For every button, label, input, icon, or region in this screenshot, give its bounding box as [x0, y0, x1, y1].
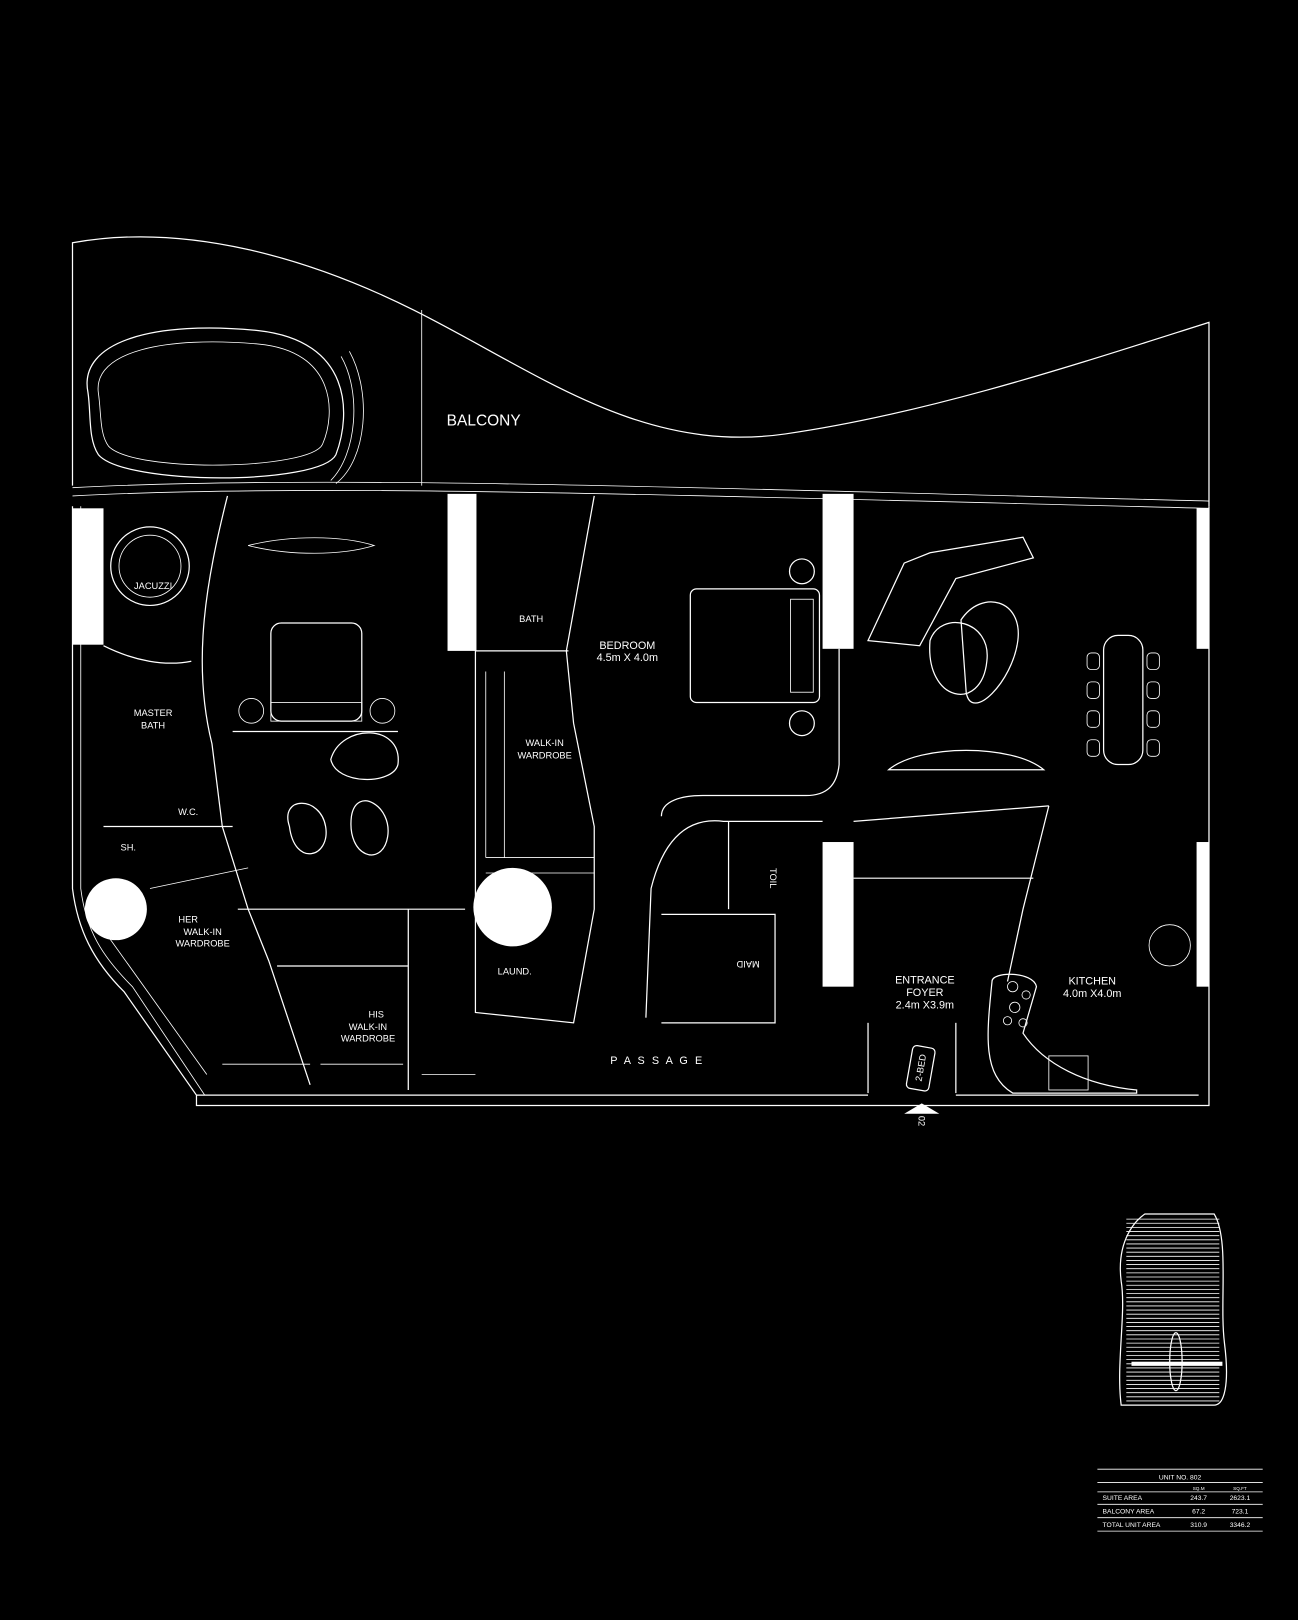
row-sqft: 2623.1 — [1230, 1495, 1251, 1502]
unit-tag: 2-BED — [914, 1053, 929, 1082]
table-row: BALCONY AREA 67.2 723.1 — [1103, 1509, 1249, 1516]
unit-number: UNIT NO. 802 — [1159, 1474, 1202, 1481]
toilet-label: TOIL — [768, 868, 778, 888]
balcony-label: BALCONY — [447, 413, 521, 430]
his-wardrobe-label: WARDROBE — [341, 1033, 395, 1043]
entrance-foyer-label: FOYER — [906, 987, 943, 999]
entrance-marker: 02 — [917, 1116, 927, 1126]
row-label: SUITE AREA — [1103, 1495, 1143, 1502]
entrance-arrow-icon — [904, 1103, 940, 1114]
table-row: SUITE AREA 243.7 2623.1 — [1103, 1495, 1251, 1502]
entrance-foyer-label: ENTRANCE — [895, 975, 955, 987]
bedroom-label: 4.5m X 4.0m — [597, 652, 658, 664]
passage-label: P A S S A G E — [610, 1055, 704, 1067]
row-sqm: 67.2 — [1192, 1509, 1205, 1516]
maid-label: MAID — [736, 959, 760, 969]
furniture — [103, 526, 1191, 1094]
walkin-wardrobe-label: WARDROBE — [517, 750, 571, 760]
her-wardrobe-label: HER — [178, 915, 198, 925]
master-bath-label: MASTER — [134, 708, 173, 718]
exterior-walls — [71, 506, 1210, 1107]
key-plan — [1119, 1213, 1228, 1406]
his-wardrobe-label: HIS — [369, 1010, 384, 1020]
row-sqft: 3346.2 — [1230, 1522, 1251, 1529]
column-header-sqm: SQ.M — [1193, 1486, 1205, 1491]
row-label: BALCONY AREA — [1103, 1509, 1155, 1516]
laundry-label: LAUND. — [498, 966, 532, 976]
row-sqft: 723.1 — [1232, 1509, 1249, 1516]
her-wardrobe-label: WARDROBE — [176, 938, 230, 948]
row-sqm: 310.9 — [1190, 1522, 1207, 1529]
wc-label: W.C. — [178, 807, 198, 817]
room-labels: JACUZZI MASTER BATH SH. W.C. HER WALK-IN… — [121, 581, 1122, 1126]
bath-label: BATH — [519, 614, 543, 624]
her-wardrobe-label: WALK-IN — [184, 927, 222, 937]
balcony-outline — [71, 236, 1210, 509]
interior-walls — [103, 495, 1050, 1094]
jacuzzi-label: JACUZZI — [134, 581, 172, 591]
table-row: TOTAL UNIT AREA 310.9 3346.2 — [1103, 1522, 1251, 1529]
column-header-sqft: SQ.FT — [1233, 1486, 1247, 1491]
his-wardrobe-label: WALK-IN — [349, 1022, 387, 1032]
kitchen-label: 4.0m X4.0m — [1063, 988, 1121, 1000]
shower-label: SH. — [121, 842, 136, 852]
entrance-foyer-label: 2.4m X3.9m — [896, 999, 954, 1011]
row-sqm: 243.7 — [1190, 1495, 1207, 1502]
area-table: UNIT NO. 802 SQ.M SQ.FT SUITE AREA 243.7… — [1097, 1468, 1263, 1532]
bedroom-label: BEDROOM — [599, 640, 655, 652]
kitchen-label: KITCHEN — [1068, 976, 1116, 988]
window-openings — [72, 493, 1209, 987]
row-label: TOTAL UNIT AREA — [1103, 1522, 1161, 1529]
master-bath-label: BATH — [141, 720, 165, 730]
walkin-wardrobe-label: WALK-IN — [525, 738, 563, 748]
